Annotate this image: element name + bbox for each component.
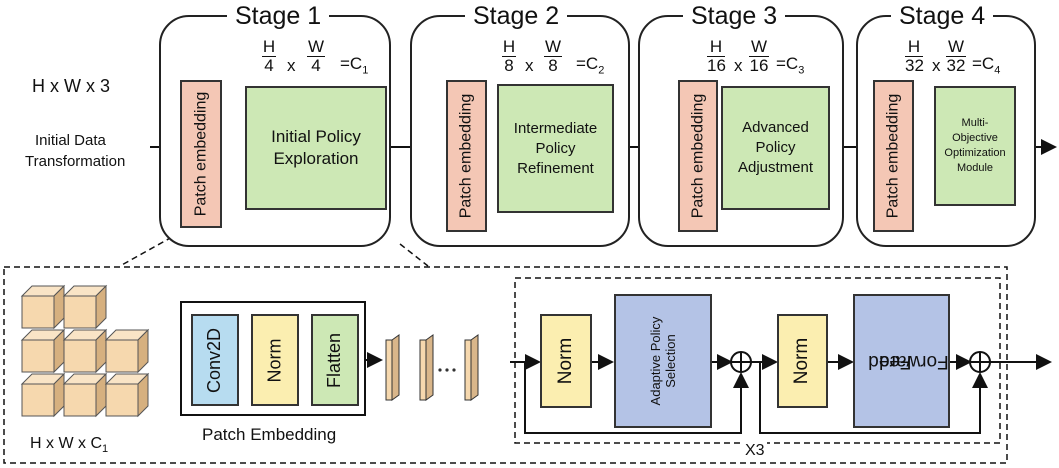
cube-8 [104, 372, 150, 418]
detail-box [3, 266, 1008, 464]
cube-7 [62, 372, 108, 418]
cube-6 [20, 372, 66, 418]
token-strip-3 [464, 334, 479, 401]
norm-block-2: Norm [777, 314, 828, 408]
residual-path-1 [524, 362, 749, 434]
stage-3-title: Stage 3 [683, 3, 786, 29]
patch-embedding-title: Patch Embedding [202, 425, 337, 444]
input-cubes [20, 284, 150, 418]
add-node-2 [969, 351, 991, 373]
cube-5 [104, 328, 150, 374]
cube-4 [62, 328, 108, 374]
stage-3-times: x [734, 56, 743, 75]
stage-1-times: x [287, 56, 296, 75]
stage-4-title: Stage 4 [891, 3, 994, 29]
conv2d-block: Conv2D [191, 314, 239, 406]
cube-label: H x W x C1 [30, 435, 109, 456]
norm-block-pe: Norm [251, 314, 299, 406]
stage-2-patch-embedding: Patch embedding [446, 80, 487, 232]
input-dims: H x W x 3 [32, 76, 111, 96]
stage-1-channels: =C1 [340, 54, 369, 77]
repeat-label: X3 [743, 442, 767, 460]
flatten-block: Flatten [311, 314, 359, 406]
stage-4-times: x [932, 56, 941, 75]
norm-block-1: Norm [540, 314, 592, 408]
stage-1-title: Stage 1 [227, 3, 330, 29]
stage-4-channels: =C4 [972, 54, 1001, 77]
stage-3-patch-embedding: Patch embedding [678, 80, 718, 232]
patch-embedding-frame [180, 301, 366, 416]
residual-path-2 [759, 362, 988, 434]
token-strip-1 [385, 334, 400, 401]
add-node-1 [730, 351, 752, 373]
stage-2-times: x [525, 56, 534, 75]
cube-3 [20, 328, 66, 374]
stage-2-channels: =C2 [576, 54, 605, 77]
zoom-line-left [119, 236, 173, 267]
adaptive-policy-selection-block: Adaptive Policy Selection [614, 294, 712, 428]
input-label-line2: Transformation [25, 153, 126, 170]
input-label-line1: Initial Data [35, 132, 106, 149]
ellipsis-dots [438, 368, 456, 372]
stage-1-patch-embedding: Patch embedding [180, 80, 222, 228]
stage-4-patch-embedding: Patch embedding [873, 80, 914, 232]
stage-2-title: Stage 2 [465, 3, 568, 29]
token-strip-2 [419, 334, 434, 401]
cube-2 [62, 284, 108, 330]
stage-3-channels: =C3 [776, 54, 805, 77]
zoom-line-right [399, 243, 429, 267]
cube-1 [20, 284, 66, 330]
